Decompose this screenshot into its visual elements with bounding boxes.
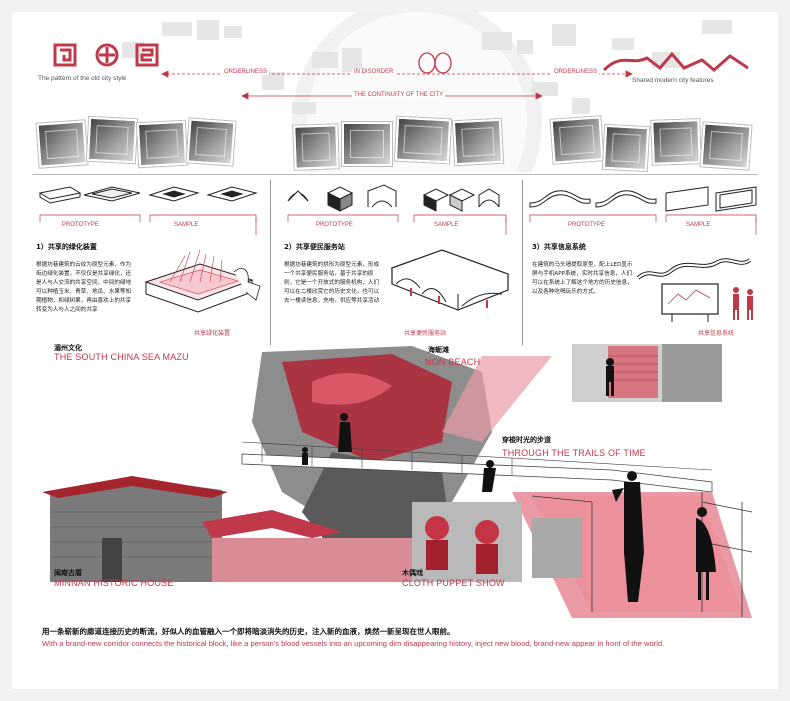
continuity-label: THE CONTINUITY OF THE CITY bbox=[352, 92, 446, 98]
modern-photo bbox=[700, 122, 752, 170]
greening-title: 1）共享的绿化装置 bbox=[36, 243, 97, 251]
info-prototype-diagram bbox=[529, 186, 757, 235]
modern-city-caption: Shared modern city features bbox=[632, 77, 714, 84]
service-title: 2）共享便民服务站 bbox=[284, 243, 345, 251]
greening-prototype-diagram bbox=[38, 186, 258, 235]
mazu-label-cn: 湄州文化 bbox=[54, 344, 82, 352]
divider bbox=[32, 174, 758, 175]
house-label-en: MINNAN HISTORIC HOUSE bbox=[54, 578, 174, 588]
info-caption: 共享信息系统 bbox=[698, 330, 735, 337]
service-sample-illustration bbox=[390, 249, 510, 311]
in-disorder-label: IN DISORDER bbox=[352, 69, 396, 75]
service-prototype-diagram bbox=[287, 184, 507, 235]
arch-photo bbox=[394, 116, 452, 164]
old-city-photo bbox=[36, 120, 88, 168]
modern-photo bbox=[651, 119, 701, 165]
info-body: 在建筑的马头墙提取原型，配上LED显示屏与手机APP系统，实时共享信息，人们可以… bbox=[532, 262, 633, 295]
greening-sample-label: SAMPLE bbox=[172, 222, 201, 228]
footer-text-cn: 用一条崭新的廊道连接历史的断流，好似人的血管融入一个即将暗淡消失的历史，注入新的… bbox=[42, 627, 455, 636]
old-city-caption: The pattern of the old city style bbox=[38, 75, 127, 82]
service-prototype-label: PROTOTYPE bbox=[314, 222, 355, 228]
puppet-label-cn: 木偶戏 bbox=[402, 569, 423, 577]
city-photo bbox=[452, 118, 504, 166]
info-prototype-label: PROTOTYPE bbox=[566, 222, 607, 228]
modern-photo bbox=[602, 124, 650, 172]
greening-caption: 共享绿化装置 bbox=[194, 330, 231, 337]
corridor-collage bbox=[42, 344, 753, 618]
old-city-photo bbox=[136, 120, 188, 168]
modern-photo bbox=[550, 116, 604, 164]
old-city-photo bbox=[86, 116, 138, 164]
modern-city-graphic bbox=[602, 51, 749, 72]
orderliness-right-label: ORDERLINESS bbox=[552, 69, 600, 75]
greening-body: 根据坊巷建筑的云纹为原型元素，作为街边绿化装置，不仅仅是共享绿化，还是人与人交流… bbox=[36, 262, 132, 313]
trails-label-en: THROUGH THE TRAILS OF TIME bbox=[502, 448, 646, 458]
service-sample-label: SAMPLE bbox=[432, 222, 461, 228]
house-label-cn: 闽南古厝 bbox=[54, 569, 82, 577]
trails-label-cn: 穿梭时光的步道 bbox=[502, 436, 551, 444]
column-divider bbox=[522, 180, 523, 345]
greening-sample-illustration bbox=[144, 249, 261, 313]
info-sample-illustration bbox=[636, 258, 753, 322]
info-sample-label: SAMPLE bbox=[684, 222, 713, 228]
beach-label-en: NON BEACH bbox=[425, 357, 481, 367]
old-city-photo bbox=[186, 118, 236, 166]
continuity-icon bbox=[418, 52, 452, 74]
service-body: 根据坊巷建筑的拱形为原型元素，形成一个共享便民服务站，基于共享的原则，它是一个开… bbox=[284, 262, 380, 304]
info-title: 3）共享信息系统 bbox=[532, 243, 586, 251]
service-caption: 共享便民服务站 bbox=[404, 330, 447, 337]
poster: The pattern of the old city style Shared… bbox=[12, 12, 778, 689]
orderliness-left-label: ORDERLINESS bbox=[222, 69, 270, 75]
arch-photo bbox=[342, 122, 392, 166]
greening-prototype-label: PROTOTYPE bbox=[60, 222, 101, 228]
footer-text-en: With a brand-new corridor connects the h… bbox=[42, 639, 665, 648]
old-city-pattern-graphic bbox=[53, 43, 159, 67]
puppet-label-en: CLOTH PUPPET SHOW bbox=[402, 578, 505, 588]
column-divider bbox=[270, 180, 271, 345]
mazu-label-en: THE SOUTH CHINA SEA MAZU bbox=[54, 352, 189, 362]
city-photo bbox=[293, 124, 339, 170]
beach-label-cn: 海蛎滩 bbox=[428, 346, 449, 354]
